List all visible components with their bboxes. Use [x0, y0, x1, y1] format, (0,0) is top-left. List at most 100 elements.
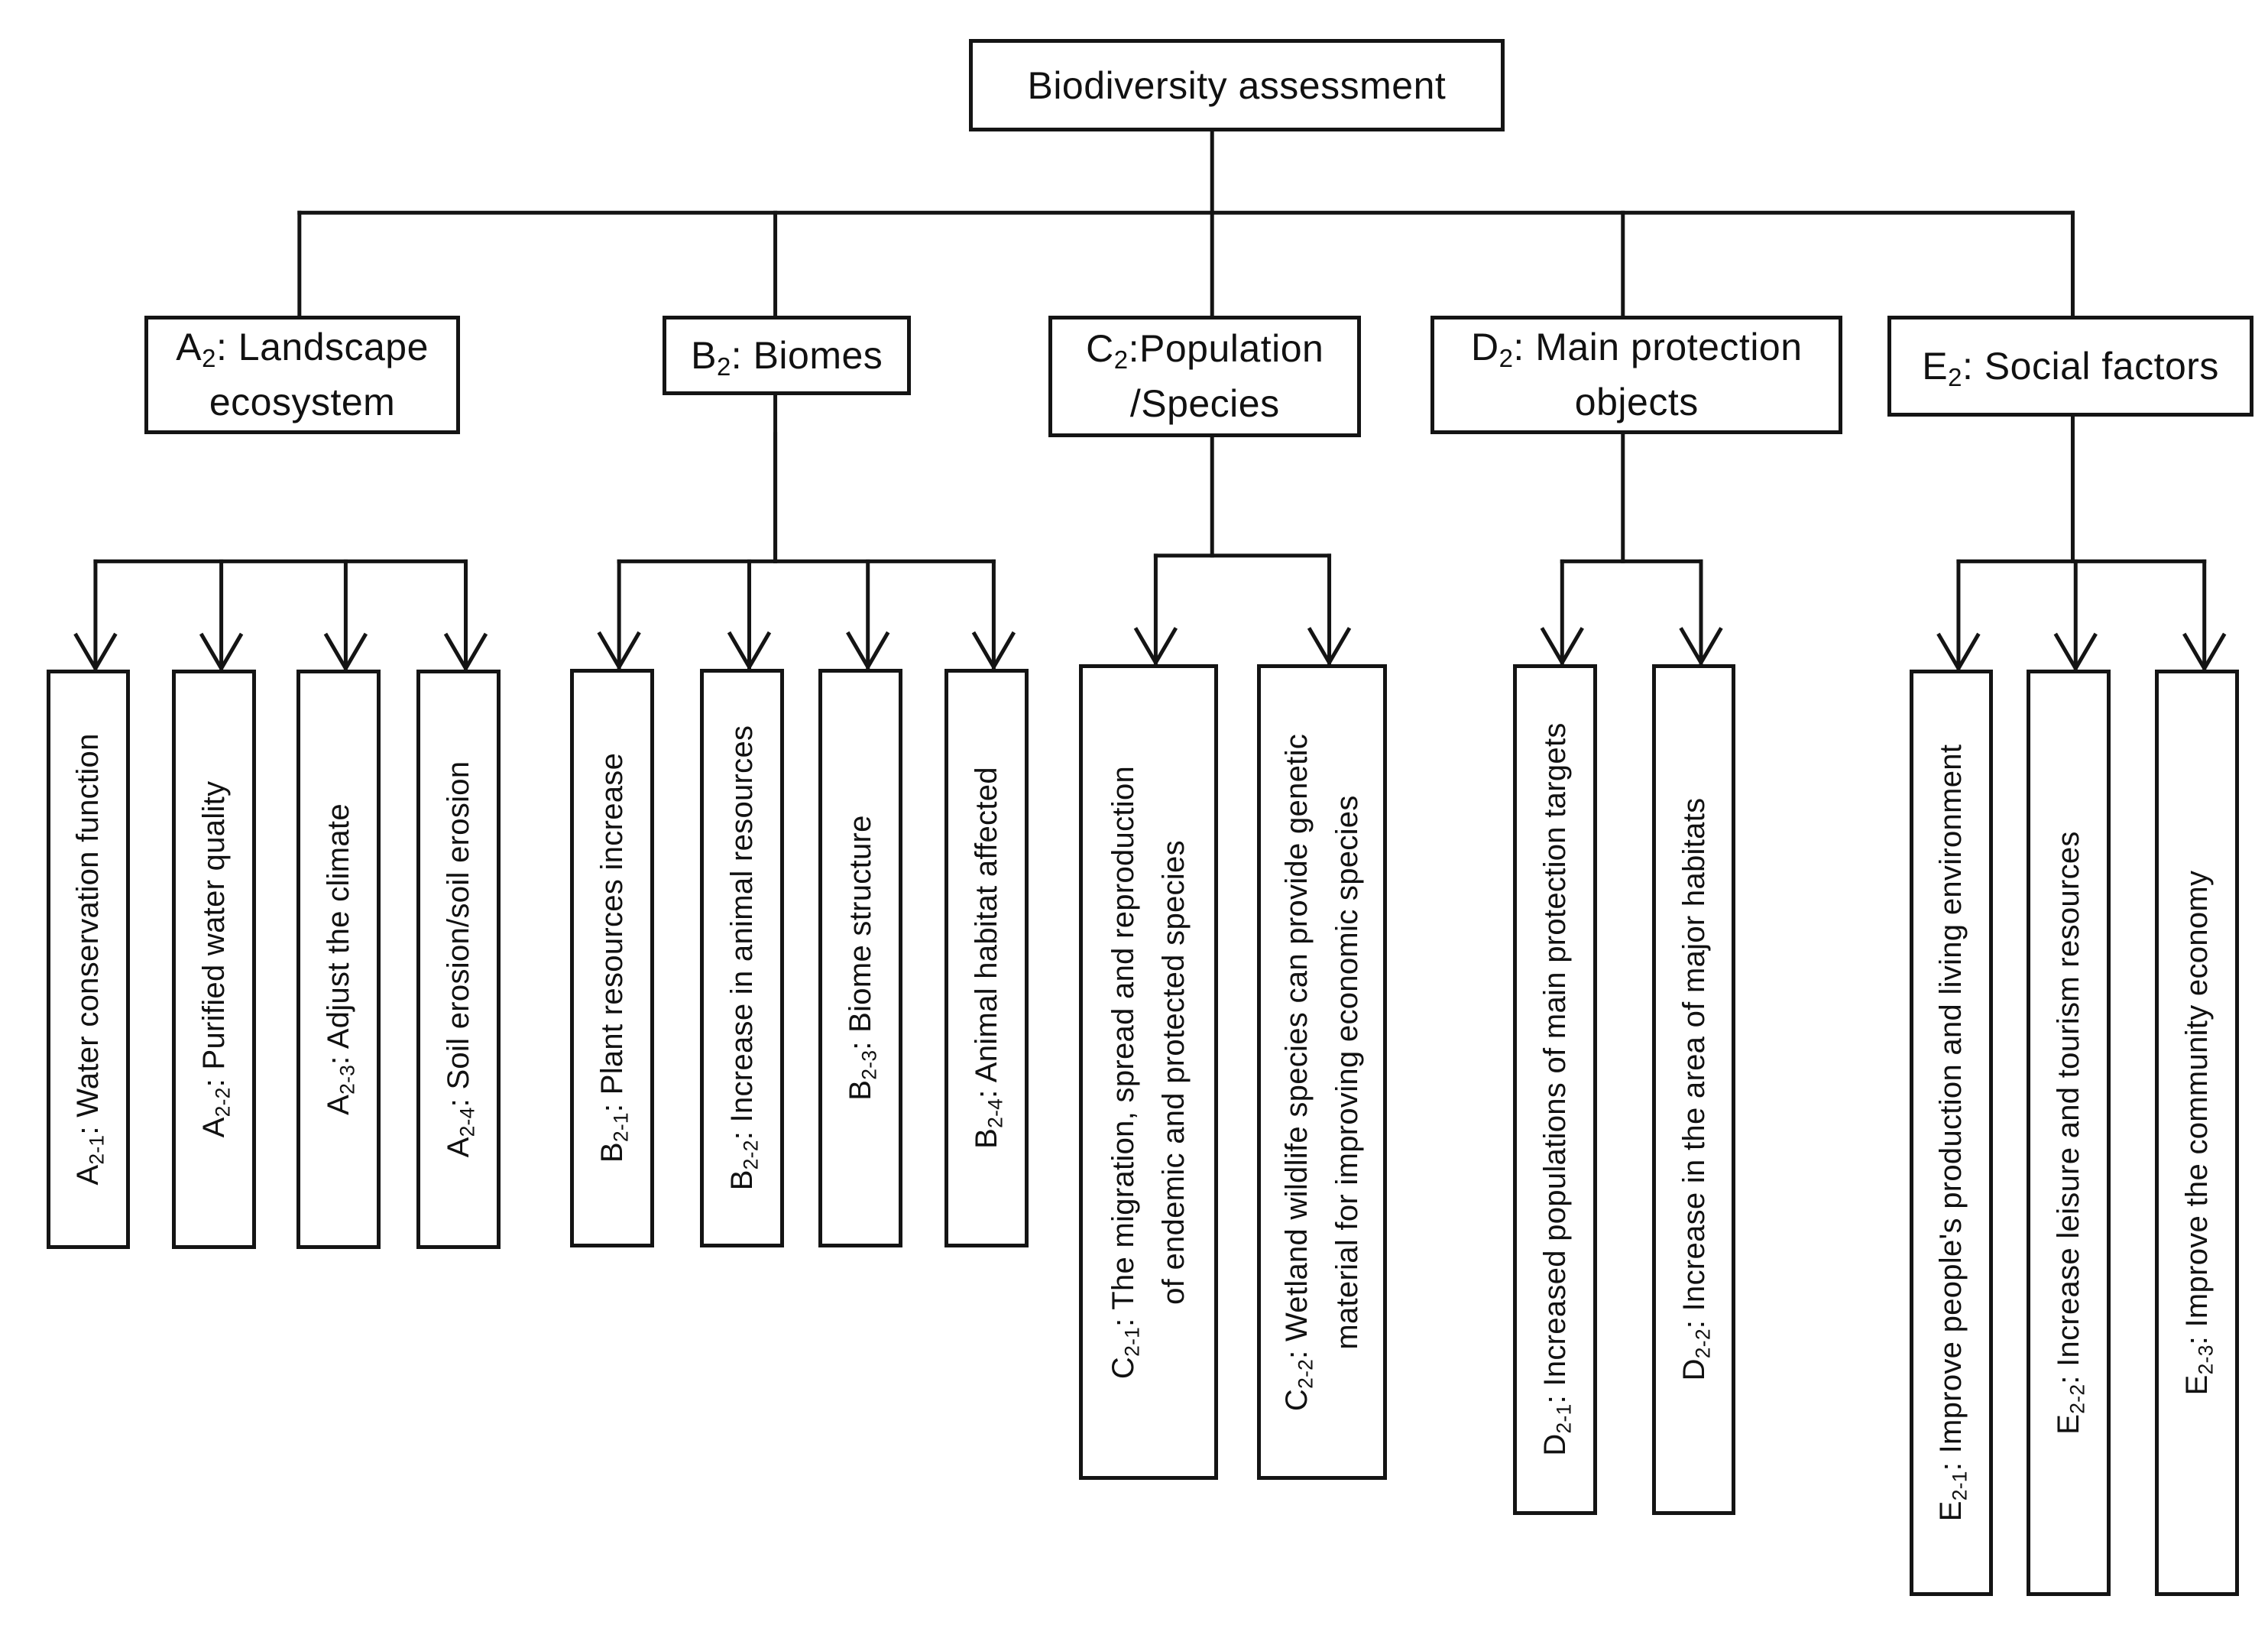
category-d-label-text: objects — [1574, 381, 1699, 424]
indicator-b3-box: B2-3: Biome structure — [818, 668, 903, 1247]
indicator-b1-code-subscript: 2-1 — [609, 1112, 633, 1143]
indicator-e1-code-subscript: 2-1 — [1948, 1471, 1972, 1501]
indicator-d1-code-letter: D — [1537, 1433, 1572, 1456]
indicator-e2-arrow-arrowhead — [2053, 632, 2098, 673]
indicator-a1-arrow-arrowhead — [73, 632, 118, 673]
category-d-box: D2: Main protection objects — [1430, 315, 1843, 434]
category-b-label-text: : Biomes — [731, 333, 883, 377]
indicator-e3-code-letter: E — [2180, 1374, 2215, 1396]
indicator-b4-label-line: B2-4: Animal habitat affected — [961, 767, 1012, 1149]
indicator-d1-arrow-arrowhead — [1540, 627, 1584, 667]
category-d-label-line: objects — [1471, 375, 1803, 430]
indicator-a3-label: A2-3: Adjust the climate — [313, 803, 364, 1115]
indicator-b2-code-subscript: 2-2 — [739, 1140, 763, 1170]
indicator-a2-arrow-arrowhead — [199, 632, 244, 673]
indicator-e2-code-letter: E — [2051, 1413, 2085, 1435]
category-e-label-line: E2: Social factors — [1922, 339, 2219, 394]
category-c-label-line: /Species — [1086, 376, 1324, 431]
indicator-c1-code-subscript: 2-1 — [1120, 1326, 1144, 1357]
category-c-code-subscript: 2 — [1113, 345, 1129, 375]
indicator-e1-code-letter: E — [1934, 1500, 1968, 1522]
indicator-c1-label-text: : The migration, spread and reproduction — [1106, 765, 1140, 1327]
indicator-a3-arrow-arrowhead — [323, 632, 368, 673]
indicator-a2-label: A2-2: Purified water quality — [189, 781, 239, 1138]
indicator-e2-label-text: : Increase leisure and tourism resources — [2051, 831, 2085, 1384]
indicator-d1-label: D2-1: Increased populations of main prot… — [1530, 723, 1580, 1456]
indicator-c2-box: C2-2: Wetland wildlife species can provi… — [1256, 663, 1388, 1481]
indicator-b3-label-text: : Biome structure — [844, 815, 878, 1050]
indicator-c2-label-line: C2-2: Wetland wildlife species can provi… — [1272, 734, 1322, 1411]
indicator-c1-label: C2-1: The migration, spread and reproduc… — [1098, 766, 1199, 1379]
indicator-a1-box: A2-1: Water conservation function — [46, 670, 131, 1249]
indicator-e3-arrow-arrowhead — [2182, 632, 2227, 673]
category-a-label-line: ecosystem — [176, 375, 429, 430]
indicator-b2-arrow-arrowhead — [727, 631, 772, 671]
indicator-a4-label-text: : Soil erosion/soil erosion — [442, 761, 476, 1108]
category-e-label-text: : Social factors — [1962, 344, 2219, 388]
indicator-a2-label-text: : Purified water quality — [197, 780, 232, 1088]
indicator-a3-box: A2-3: Adjust the climate — [296, 670, 381, 1249]
indicator-d2-code-subscript: 2-2 — [1690, 1328, 1714, 1359]
indicator-a2-box: A2-2: Purified water quality — [172, 670, 257, 1249]
indicator-a3-label-text: : Adjust the climate — [321, 803, 355, 1065]
category-a-code-subscript: 2 — [202, 344, 216, 373]
indicator-c2-code-subscript: 2-2 — [1294, 1358, 1317, 1389]
indicator-a1-label-line: A2-1: Water conservation function — [63, 733, 113, 1185]
category-c-box: C2:Population/Species — [1048, 315, 1362, 437]
indicator-a4-arrow-arrowhead — [443, 632, 488, 673]
category-d-code-letter: D — [1470, 326, 1499, 369]
indicator-a3-code-letter: A — [321, 1094, 355, 1115]
category-b-label-line: B2: Biomes — [691, 328, 883, 383]
indicator-e3-label-line: E2-3: Improve the community economy — [2172, 871, 2222, 1396]
indicator-e1-box: E2-1: Improve people's production and li… — [1909, 670, 1994, 1596]
category-d-code-subscript: 2 — [1498, 344, 1514, 373]
indicator-c2-label-text: : Wetland wildlife species can provide g… — [1280, 733, 1314, 1359]
indicator-a2-label-line: A2-2: Purified water quality — [189, 781, 239, 1138]
indicator-b1-label: B2-1: Plant resources increase — [587, 753, 637, 1163]
indicator-b2-box: B2-2: Increase in animal resources — [700, 668, 784, 1247]
category-c-label: C2:Population/Species — [1086, 321, 1324, 431]
category-d-label-line: D2: Main protection — [1471, 320, 1803, 375]
indicator-a1-code-subscript: 2-1 — [85, 1134, 109, 1165]
indicator-d1-code-subscript: 2-1 — [1552, 1403, 1576, 1434]
indicator-d2-label: D2-2: Increase in the area of major habi… — [1669, 798, 1719, 1381]
category-a-box: A2: Landscape ecosystem — [144, 315, 460, 434]
category-a-label: A2: Landscape ecosystem — [176, 320, 429, 430]
indicator-e1-label-line: E2-1: Improve people's production and li… — [1926, 745, 1976, 1521]
indicator-a4-label-line: A2-4: Soil erosion/soil erosion — [433, 761, 484, 1158]
indicator-c1-label-text: of endemic and protected species — [1156, 839, 1191, 1305]
indicator-b2-label-text: : Increase in animal resources — [725, 725, 760, 1140]
category-a-label-text: ecosystem — [209, 381, 396, 424]
category-b-label: B2: Biomes — [691, 328, 883, 383]
indicator-b3-label: B2-3: Biome structure — [835, 815, 886, 1100]
indicator-c1-code-letter: C — [1106, 1356, 1140, 1379]
category-b-box: B2: Biomes — [662, 315, 912, 395]
indicator-b2-label: B2-2: Increase in animal resources — [717, 725, 767, 1191]
indicator-c2-code-letter: C — [1280, 1388, 1314, 1411]
indicator-e3-box: E2-3: Improve the community economy — [2155, 670, 2240, 1596]
indicator-c2-label-line: material for improving economic species — [1322, 734, 1372, 1411]
category-b-code-subscript: 2 — [716, 352, 731, 381]
indicator-a4-code-subscript: 2-4 — [455, 1107, 479, 1137]
category-c-label-text: :Population — [1128, 327, 1324, 371]
indicator-a2-code-letter: A — [197, 1117, 232, 1138]
indicator-b2-label-line: B2-2: Increase in animal resources — [717, 725, 767, 1191]
indicator-a4-label: A2-4: Soil erosion/soil erosion — [433, 761, 484, 1158]
indicator-d2-box: D2-2: Increase in the area of major habi… — [1651, 663, 1736, 1515]
indicator-c1-label-line: C2-1: The migration, spread and reproduc… — [1098, 766, 1149, 1379]
indicator-a1-label: A2-1: Water conservation function — [63, 733, 113, 1185]
indicator-b3-code-subscript: 2-3 — [857, 1049, 881, 1080]
indicator-b2-code-letter: B — [725, 1169, 760, 1191]
category-a-label-line: A2: Landscape — [176, 320, 429, 375]
indicator-d2-label-line: D2-2: Increase in the area of major habi… — [1669, 798, 1719, 1381]
category-c-label-line: C2:Population — [1086, 321, 1324, 376]
indicator-c1-box: C2-1: The migration, spread and reproduc… — [1079, 663, 1218, 1481]
category-c-code-letter: C — [1086, 327, 1114, 371]
indicator-b1-label-line: B2-1: Plant resources increase — [587, 753, 637, 1163]
indicator-b3-arrow-arrowhead — [846, 631, 890, 671]
indicator-e2-label-line: E2-2: Increase leisure and tourism resou… — [2043, 831, 2094, 1434]
indicator-b1-code-letter: B — [595, 1142, 629, 1163]
category-b-code-letter: B — [691, 333, 717, 377]
indicator-e1-label: E2-1: Improve people's production and li… — [1926, 745, 1976, 1521]
category-e-code-letter: E — [1922, 344, 1949, 388]
